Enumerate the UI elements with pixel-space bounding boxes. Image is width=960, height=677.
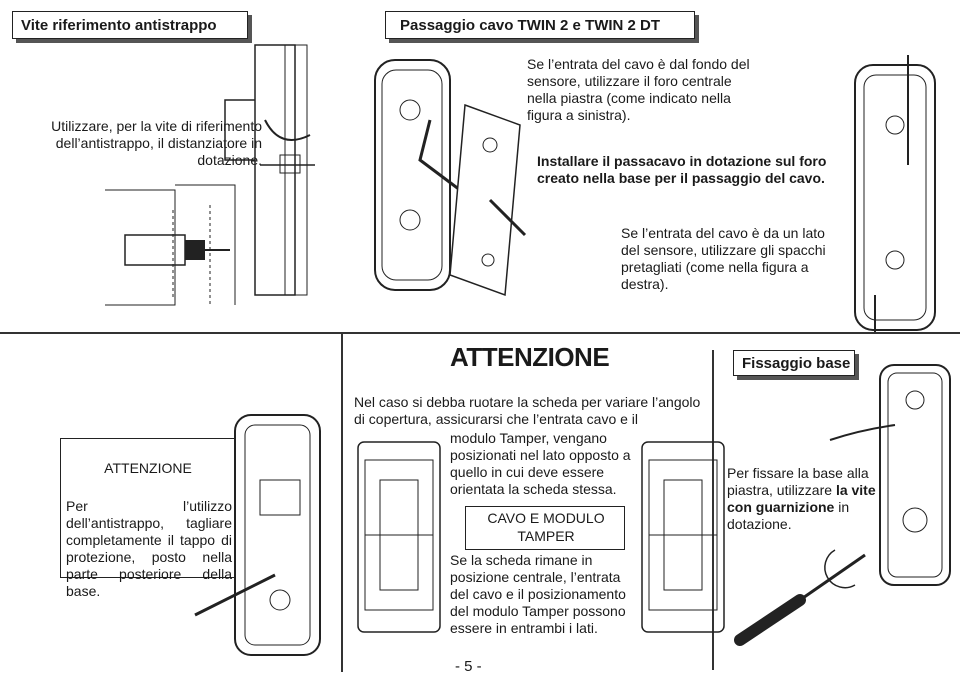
board-left-drawing bbox=[357, 441, 441, 633]
section-title-twin: Passaggio cavo TWIN 2 e TWIN 2 DT bbox=[385, 11, 695, 39]
section-divider bbox=[712, 350, 714, 670]
cavo-tamper-label-box bbox=[465, 506, 625, 550]
attenzione-center-title: ATTENZIONE bbox=[450, 342, 610, 372]
section-divider bbox=[0, 332, 960, 334]
section-title-fissaggio: Fissaggio base bbox=[733, 350, 855, 376]
board-right-drawing bbox=[641, 441, 725, 633]
page-number: - 5 - bbox=[455, 658, 482, 675]
attenzione-center-text3: Se la scheda rimane in posizione central… bbox=[450, 552, 626, 636]
attenzione-center-text2: modulo Tamper, vengano posizionati nel l… bbox=[450, 430, 631, 497]
antistrappo-drawing bbox=[105, 44, 315, 306]
fissaggio-text-b: la vite con guarnizione bbox=[727, 482, 876, 515]
twin-text2: Installare il passacavo in dotazione sul… bbox=[537, 153, 827, 186]
section-title-vite: Vite riferimento antistrappo bbox=[12, 11, 248, 39]
twin-text3: Se l’entrata del cavo è da un lato del s… bbox=[621, 225, 826, 292]
twin-right-drawing bbox=[854, 55, 936, 333]
vite-text: Utilizzare, per la vite di riferimento d… bbox=[51, 118, 262, 168]
fissaggio-text-c: in dotazione. bbox=[727, 499, 850, 532]
section-divider bbox=[341, 332, 343, 672]
attenzione-left-title: ATTENZIONE bbox=[104, 460, 192, 476]
twin-left-drawing bbox=[374, 59, 527, 297]
fissaggio-drawing bbox=[734, 364, 951, 646]
attenzione-center-text1: Nel caso si debba ruotare la scheda per … bbox=[354, 394, 701, 427]
base-back-drawing bbox=[194, 414, 321, 656]
twin-title: Passaggio cavo TWIN 2 e TWIN 2 DT bbox=[400, 16, 661, 34]
cavo-tamper-label: CAVO E MODULO TAMPER bbox=[487, 510, 605, 544]
vite-title: Vite riferimento antistrappo bbox=[21, 16, 217, 34]
fissaggio-text-a: Per fissare la base alla piastra, utiliz… bbox=[727, 465, 869, 498]
attenzione-left-text: Per l’utilizzo dell’antistrappo, tagliar… bbox=[66, 498, 232, 599]
fissaggio-title: Fissaggio base bbox=[742, 354, 851, 372]
fissaggio-text: Per fissare la base alla piastra, utiliz… bbox=[727, 465, 879, 533]
twin-text1: Se l’entrata del cavo è dal fondo del se… bbox=[527, 56, 750, 123]
